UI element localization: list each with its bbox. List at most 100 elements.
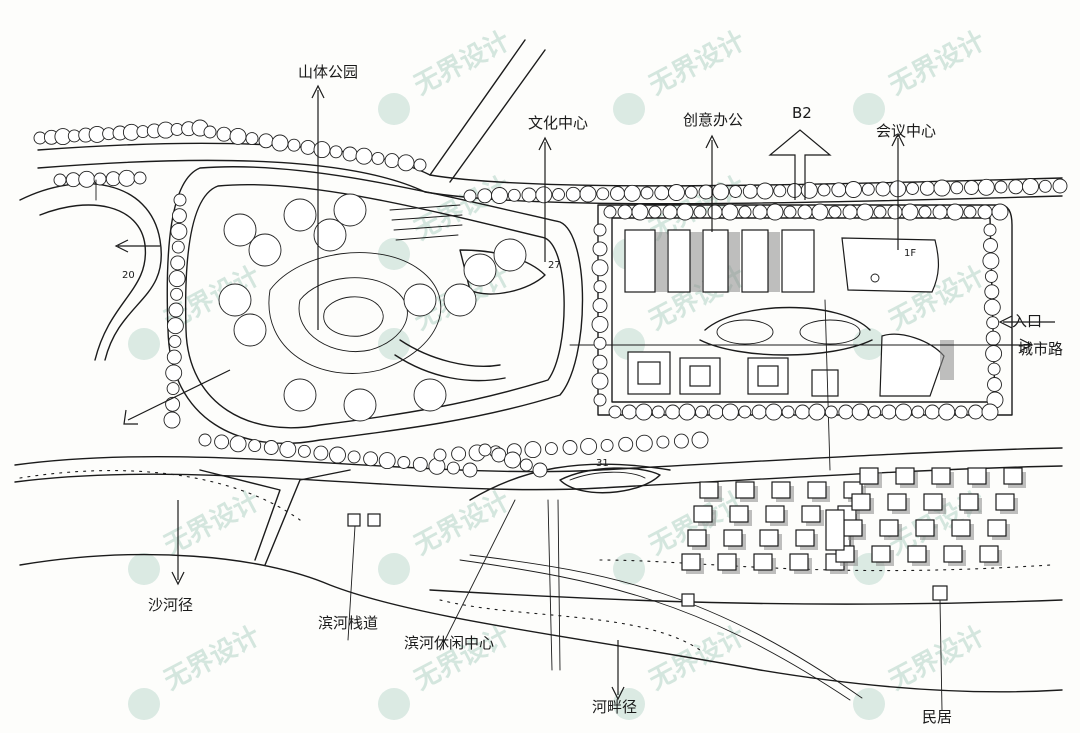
tree [781,405,795,419]
tree [919,180,935,196]
watermark-text: 无界设计 [884,26,990,101]
tree [831,182,847,198]
tree [168,270,186,288]
residence-building [887,493,907,511]
tree [742,183,758,199]
tree [521,187,537,203]
tree [600,438,614,452]
tree [446,461,460,475]
tree [248,439,262,453]
tree [413,158,427,172]
tree [168,334,182,348]
residence-building [979,545,999,563]
tree [783,205,797,219]
tree [504,451,521,469]
tree [983,238,998,253]
residence-building [943,545,963,563]
tree [168,302,184,318]
tree [591,259,609,277]
marker-31: 31 [596,458,609,469]
watermark-logo-icon [378,238,410,270]
label-waterfront-leisure-center: 滨河休闲中心 [404,634,494,652]
tree [245,132,259,146]
residence-building [729,505,749,523]
watermark-logo-icon [128,328,160,360]
tree [593,336,607,350]
tree [881,404,897,420]
residence-building [859,467,879,485]
residence-building [717,553,737,571]
residence-tower [825,509,845,551]
residence-building [987,519,1007,537]
tree [684,185,698,199]
residence-building [843,519,863,537]
tree [648,205,662,219]
residence-building [907,545,927,563]
tree [397,154,415,172]
park-tree [463,253,497,287]
tree [797,204,813,220]
tree [635,434,653,452]
tree [678,403,696,421]
residence-building [967,467,987,485]
tree [932,204,948,220]
tree [565,186,581,202]
tree [462,462,478,478]
tree [592,241,608,257]
watermark-text: 无界设计 [884,621,990,696]
tree [651,405,665,419]
tree [355,147,373,165]
tree [808,403,826,421]
residence-building [807,481,827,499]
park-tree [443,283,477,317]
tree [985,345,1003,363]
tree [165,396,181,412]
tree [773,184,787,198]
park-tree [283,378,317,412]
tree [721,203,739,221]
tree [214,434,230,450]
tree [982,252,1000,270]
tree [65,172,81,188]
tree [478,443,492,457]
residence-building [895,467,915,485]
label-creative-office: 创意办公 [683,111,743,129]
tree [618,436,634,452]
tree [751,404,767,420]
tree [984,269,998,283]
watermark-text: 无界设计 [644,26,750,101]
tree [532,462,548,478]
tree [986,316,1000,330]
tree [977,204,993,220]
tree [656,435,670,449]
residence-building [851,493,871,511]
residence-building [915,519,935,537]
tree [695,405,708,419]
tree [552,188,565,201]
annotation-arrows [95,84,1055,711]
watermark-logo-icon [853,688,885,720]
tree [987,377,1002,392]
marker-20: 20 [122,270,135,281]
label-conference-center: 会议中心 [876,122,936,140]
tree [313,141,331,159]
tree [954,405,968,419]
tree [166,382,180,396]
watermark-text: 无界设计 [159,621,265,696]
tree [591,315,609,333]
residence-building [871,545,891,563]
tree [591,372,609,390]
tree [1008,179,1024,195]
tree [800,181,818,199]
tree [933,179,951,197]
tree [631,203,649,221]
tree [133,171,147,185]
label-entrance: 入口 [1012,312,1042,330]
label-b2: B2 [792,104,812,122]
tree [906,182,919,195]
residence-building [753,553,773,571]
tree [721,403,739,421]
tree [451,446,467,462]
tree-rows [33,119,1068,478]
tree [856,203,874,221]
